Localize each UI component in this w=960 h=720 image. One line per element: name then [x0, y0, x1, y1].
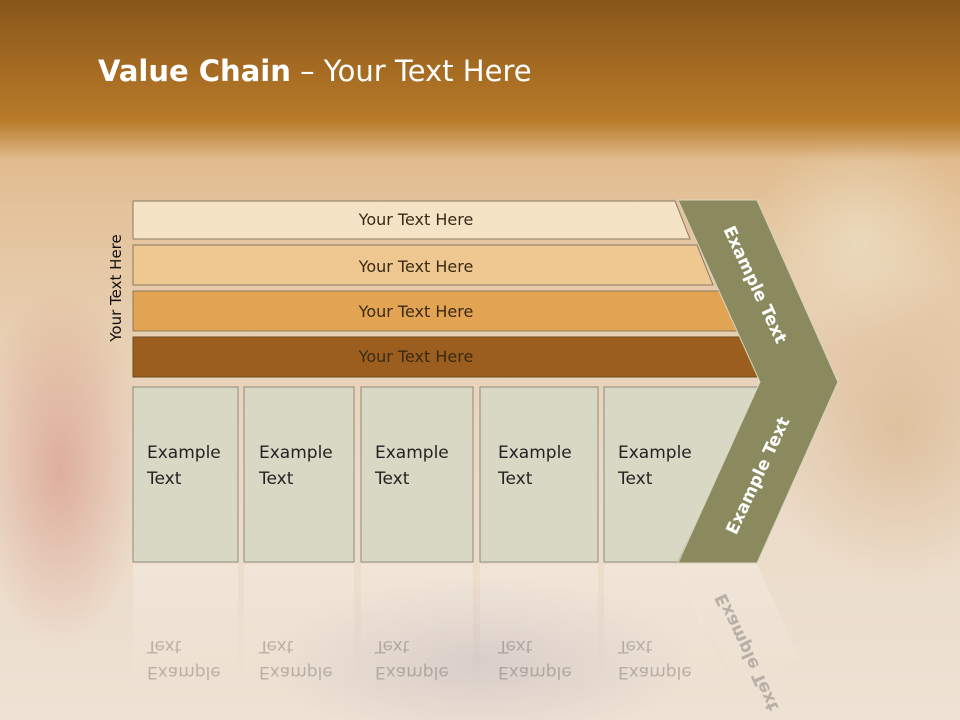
cell-2-line2: Text — [258, 469, 294, 489]
cell-3 — [360, 386, 474, 563]
reflection-cell-1-line2: Text — [146, 636, 182, 656]
cell-3-line1: Example — [375, 443, 449, 463]
reflection-cell-2-line1: Example — [259, 662, 333, 682]
cells-group: Example Text Example Text Example Text E… — [132, 386, 761, 563]
bar-2 — [132, 244, 714, 286]
reflection-cell-1-line1: Example — [147, 662, 221, 682]
reflection-cell-5-line2: Text — [617, 636, 653, 656]
chevron-shape — [677, 199, 839, 564]
title-bold: Value Chain — [98, 54, 291, 88]
side-label: Your Text Here — [107, 234, 125, 342]
slide-title: Value Chain – Your Text Here — [98, 54, 532, 88]
bars-group: Your Text Here Your Text Here Your Text … — [132, 200, 763, 378]
cell-3-line2: Text — [374, 469, 410, 489]
cell-2-line1: Example — [259, 443, 333, 463]
reflection-cell-2 — [244, 564, 354, 684]
reflection-cell-5 — [604, 564, 730, 684]
cell-4-line2: Text — [497, 469, 533, 489]
cell-4 — [479, 386, 599, 563]
bar-1-label: Your Text Here — [358, 210, 474, 229]
header-band — [0, 0, 960, 160]
reflection-cell-5-line1: Example — [618, 662, 692, 682]
bar-2-label: Your Text Here — [358, 257, 474, 276]
reflection-cell-3-line1: Example — [375, 662, 449, 682]
bar-4-label: Your Text Here — [358, 347, 474, 366]
cell-1 — [132, 386, 239, 563]
bar-3-label: Your Text Here — [358, 302, 474, 321]
cell-1-line2: Text — [146, 469, 182, 489]
bar-1 — [132, 200, 691, 240]
cell-5-line2: Text — [617, 469, 653, 489]
reflection-cell-4-line1: Example — [498, 662, 572, 682]
cell-1-line1: Example — [147, 443, 221, 463]
cell-2 — [243, 386, 355, 563]
reflection-cell-3 — [361, 564, 473, 684]
reflection-cell-2-line2: Text — [258, 636, 294, 656]
cell-5-line1: Example — [618, 443, 692, 463]
reflection-cell-4-line2: Text — [497, 636, 533, 656]
cell-4-line1: Example — [498, 443, 572, 463]
title-rest: – Your Text Here — [290, 54, 532, 88]
reflection-chevron — [678, 564, 800, 684]
reflection-cell-1 — [133, 564, 238, 684]
diagram-reflection — [133, 564, 800, 684]
reflection-cell-4 — [480, 564, 598, 684]
reflection-cell-3-line2: Text — [374, 636, 410, 656]
